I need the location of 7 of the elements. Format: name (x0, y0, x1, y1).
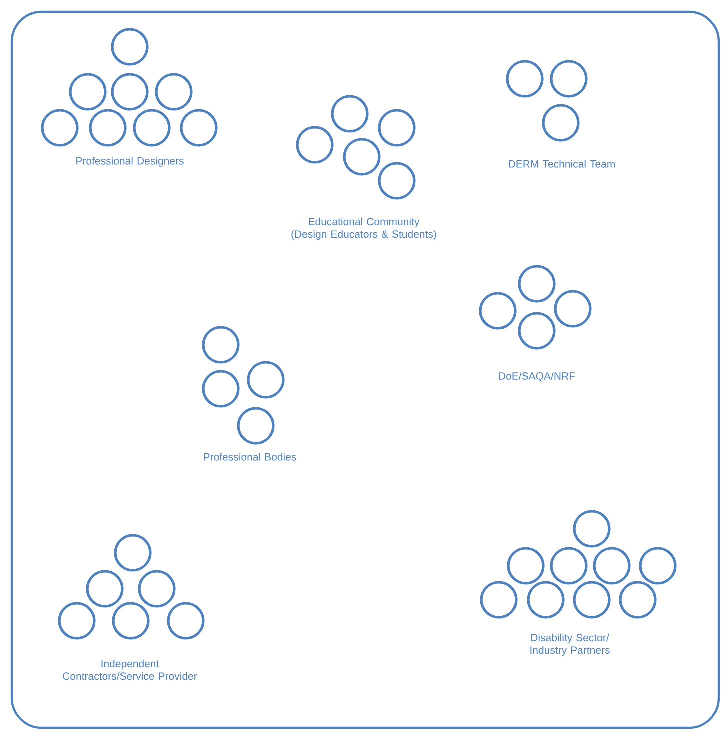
group-label: DoE/SAQA/NRF (499, 372, 576, 382)
group-label: DERM Technical Team (509, 160, 615, 168)
group-label: Independent Contractors/Service Provider (63, 660, 198, 680)
group-label: Disability Sector/ Industry Partners (530, 634, 610, 656)
group-label: Professional Bodies (204, 453, 296, 461)
group-label: Professional Designers (76, 157, 184, 167)
group-label: Educational Community (Design Educators & Students) (292, 218, 436, 240)
